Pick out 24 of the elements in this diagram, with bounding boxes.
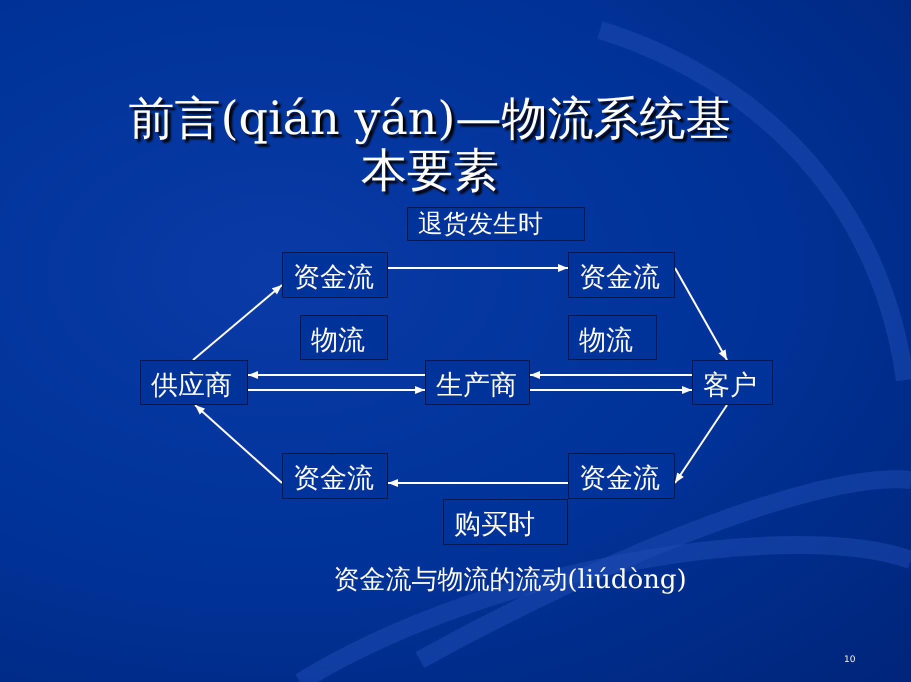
slide-title: 前言(qián yán)—物流系统基本要素 xyxy=(128,92,732,196)
arrow xyxy=(674,268,728,360)
arrow xyxy=(388,479,568,487)
text-box: 客户 xyxy=(692,360,773,405)
page-number: 10 xyxy=(844,655,856,666)
text-box: 生产商 xyxy=(425,360,530,405)
text-box: 退货发生时 xyxy=(407,207,585,241)
arrow xyxy=(530,386,692,394)
text-box: 资金流 xyxy=(282,453,388,499)
text-box: 供应商 xyxy=(140,360,248,405)
arrow xyxy=(388,264,568,272)
text-box: 资金流 xyxy=(568,453,675,499)
arrow xyxy=(192,284,283,361)
arrow xyxy=(530,371,692,379)
arrow xyxy=(194,404,283,484)
text-box: 物流 xyxy=(300,315,388,360)
text-box: 购买时 xyxy=(443,499,568,545)
text-box: 物流 xyxy=(568,315,657,360)
arrow xyxy=(248,371,425,379)
text-box: 资金流 xyxy=(282,252,388,298)
arrow xyxy=(674,404,728,484)
caption: 资金流与物流的流动(liúdòng) xyxy=(332,564,688,597)
arrow xyxy=(248,386,425,394)
text-box: 资金流 xyxy=(568,252,675,298)
